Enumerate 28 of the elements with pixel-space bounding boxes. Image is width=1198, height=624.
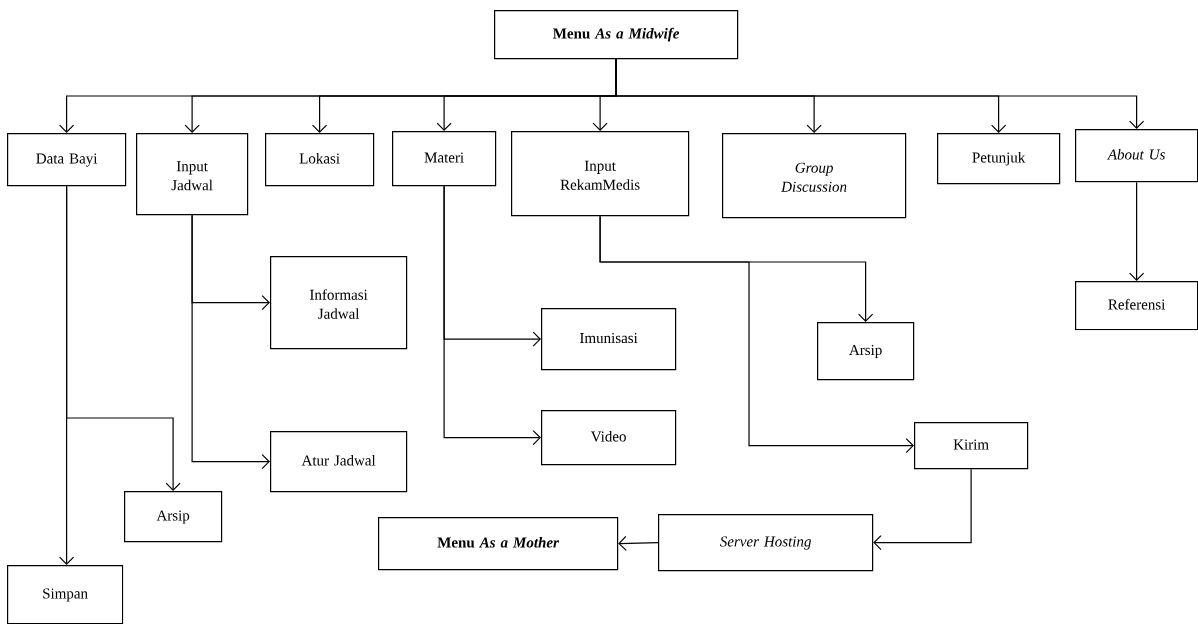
menu-box: Informasi Jadwal — [270, 256, 408, 350]
arrow — [59, 185, 75, 565]
menu-box: Menu As a Mother — [378, 517, 619, 571]
arrow — [1129, 181, 1145, 281]
menu-box: Simpan — [7, 565, 124, 624]
menu-box: Input RekamMedis — [511, 131, 690, 217]
arrow — [599, 215, 914, 454]
menu-box: Server Hosting — [658, 514, 874, 572]
menu-box: Arsip — [124, 491, 223, 543]
menu-box: Menu As a Midwife — [494, 10, 739, 60]
menu-box: Materi — [392, 131, 497, 187]
menu-box: Imunisasi — [541, 308, 677, 371]
arrow — [615, 58, 1145, 129]
menu-box: Data Bayi — [7, 133, 127, 187]
menu-box: Atur Jadwal — [270, 431, 408, 493]
menu-box: Lokasi — [265, 133, 375, 187]
arrow — [873, 468, 972, 551]
arrow — [618, 535, 659, 551]
arrow — [443, 185, 541, 446]
menu-box: Petunjuk — [937, 133, 1061, 185]
arrow — [191, 214, 270, 470]
menu-box: Kirim — [914, 422, 1029, 470]
menu-box: About Us — [1075, 129, 1198, 183]
menu-box: Arsip — [817, 322, 915, 381]
menu-box: Input Jadwal — [136, 133, 249, 216]
menu-box: Video — [541, 410, 677, 466]
menu-box: Group Discussion — [722, 133, 907, 219]
menu-box: Referensi — [1075, 281, 1198, 331]
